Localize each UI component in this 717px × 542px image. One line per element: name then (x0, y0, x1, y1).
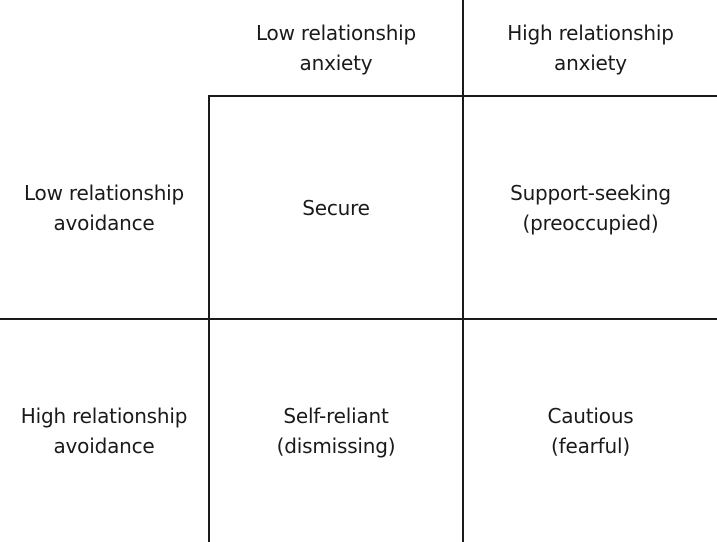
cell-line1: Support-seeking (510, 180, 671, 205)
column-header-line1: High relationship (507, 20, 674, 45)
cell-cautious: Cautious (fearful) (464, 320, 717, 542)
grid-line-middle-vertical (462, 0, 464, 542)
cell-support-seeking: Support-seeking (preoccupied) (464, 97, 717, 318)
column-header-line2: anxiety (299, 50, 373, 75)
column-header-line1: Low relationship (255, 20, 417, 45)
grid-line-middle-horizontal (0, 318, 717, 320)
row-header-low-avoidance: Low relationship avoidance (0, 97, 208, 318)
cell-line1: Self-reliant (283, 404, 389, 428)
column-header-low-anxiety: Low relationship anxiety (210, 10, 462, 85)
cell-self-reliant: Self-reliant (dismissing) (210, 320, 462, 542)
row-header-line2: avoidance (53, 210, 155, 235)
grid-line-top-horizontal (208, 95, 717, 97)
row-header-line2: avoidance (53, 434, 155, 458)
column-header-high-anxiety: High relationship anxiety (464, 10, 717, 85)
cell-line2: (preoccupied) (522, 210, 659, 235)
row-header-line1: High relationship (20, 404, 188, 428)
cell-line1: Cautious (547, 404, 634, 428)
row-header-line1: Low relationship (23, 180, 185, 205)
cell-line1: Secure (302, 195, 370, 220)
row-header-high-avoidance: High relationship avoidance (0, 320, 208, 542)
cell-secure: Secure (210, 97, 462, 318)
column-header-line2: anxiety (554, 50, 627, 75)
cell-line2: (fearful) (551, 434, 630, 458)
cell-line2: (dismissing) (276, 434, 396, 458)
